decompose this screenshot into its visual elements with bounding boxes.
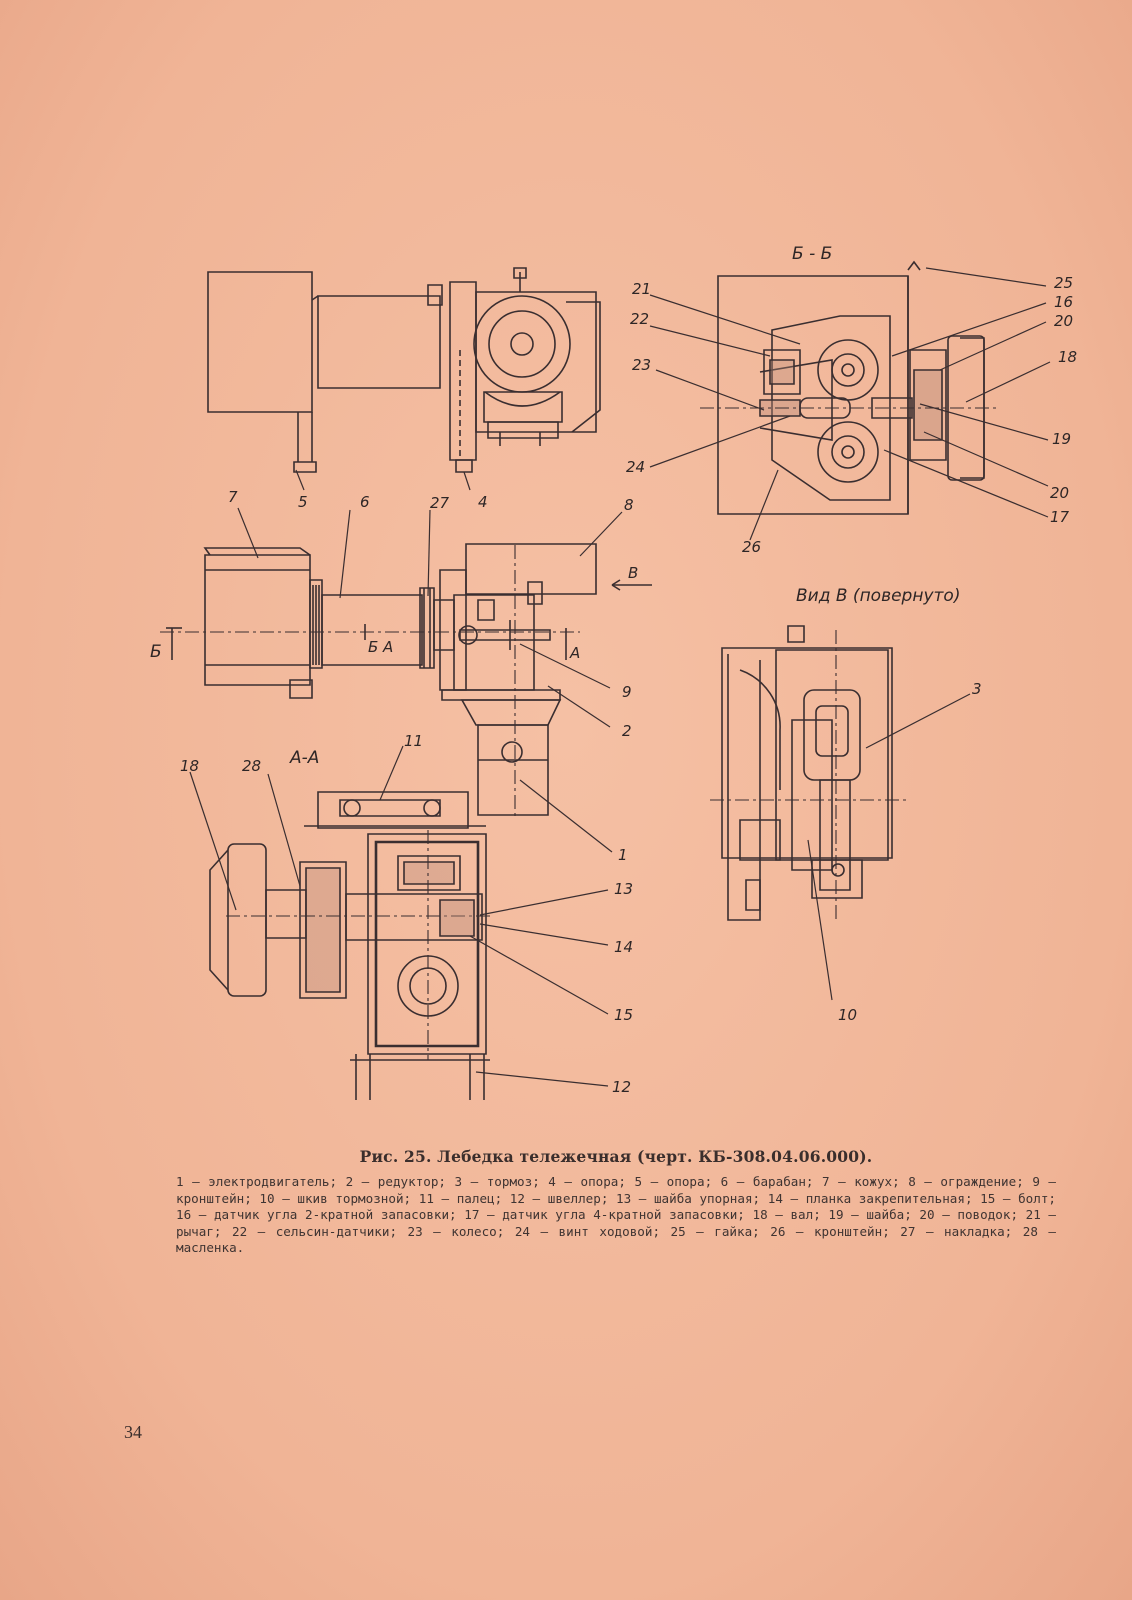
callout-12: 12 — [612, 1078, 632, 1096]
section-bb-title: Б - Б — [792, 244, 833, 264]
callout-15: 15 — [614, 1006, 634, 1024]
page-number: 34 — [124, 1422, 142, 1442]
marker-b: Б — [150, 642, 162, 662]
callout-5: 5 — [298, 493, 308, 511]
callout-23: 23 — [632, 356, 652, 374]
view-section-aa — [210, 792, 490, 1100]
section-aa-title: А-А — [290, 748, 320, 768]
marker-a-right: А — [570, 644, 581, 662]
view-section-bb — [700, 262, 1000, 514]
callout-26: 26 — [742, 538, 762, 556]
callout-21: 21 — [632, 280, 652, 298]
marker-a-left: Б А — [368, 638, 394, 656]
caption-title: Рис. 25. Лебедка тележечная (черт. КБ-30… — [359, 1147, 873, 1166]
callout-24: 24 — [626, 458, 646, 476]
marker-v: В — [628, 564, 639, 582]
callout-4: 4 — [478, 493, 488, 511]
callout-11: 11 — [404, 732, 424, 750]
callout-18-left: 18 — [180, 757, 200, 775]
callout-2: 2 — [622, 722, 632, 740]
view-v-title: Вид В (повернуто) — [796, 586, 961, 606]
callout-13: 13 — [614, 880, 634, 898]
callout-28: 28 — [242, 757, 262, 775]
callout-7: 7 — [228, 488, 238, 506]
callout-8: 8 — [624, 496, 634, 514]
callout-6: 6 — [360, 493, 370, 511]
callout-20-bottom: 20 — [1050, 484, 1070, 502]
callout-16: 16 — [1054, 293, 1074, 311]
view-plan — [160, 544, 652, 820]
view-top-left — [208, 268, 600, 472]
callout-3: 3 — [972, 680, 982, 698]
callout-25: 25 — [1054, 274, 1074, 292]
caption-legend: 1 — электродвигатель; 2 — редуктор; 3 — … — [176, 1174, 1056, 1255]
callout-1: 1 — [618, 846, 628, 864]
callout-9: 9 — [622, 683, 632, 701]
callout-19: 19 — [1052, 430, 1072, 448]
callout-27: 27 — [430, 494, 450, 512]
callout-22: 22 — [630, 310, 650, 328]
callout-20-top: 20 — [1054, 312, 1074, 330]
callout-17: 17 — [1050, 508, 1070, 526]
callout-14: 14 — [614, 938, 634, 956]
leader-lines — [190, 268, 1050, 1086]
figure-caption: Рис. 25. Лебедка тележечная (черт. КБ-30… — [176, 1147, 1056, 1257]
view-v-rotated — [710, 626, 910, 920]
callout-10: 10 — [838, 1006, 858, 1024]
callout-18-right: 18 — [1058, 348, 1078, 366]
